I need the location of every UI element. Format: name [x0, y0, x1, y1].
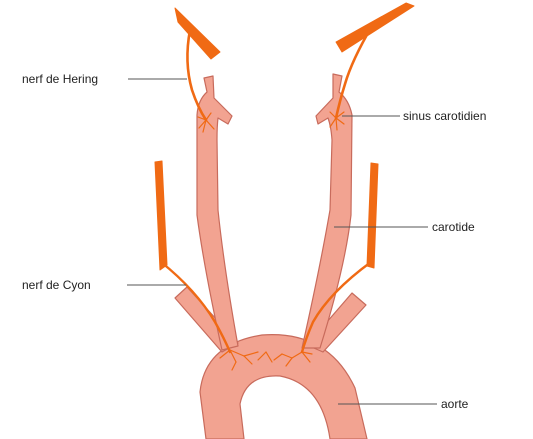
- cyon-nerve-label: nerf de Cyon: [22, 278, 91, 292]
- left-vagus-trunk: [155, 161, 167, 270]
- aorta-label: aorte: [441, 397, 469, 411]
- carotid-label: carotide: [432, 220, 475, 234]
- carotid-sinus-label: sinus carotidien: [403, 109, 486, 123]
- left-upper-nerve-trunk: [175, 8, 220, 59]
- right-vagus-trunk: [367, 163, 378, 268]
- right-upper-nerve-trunk: [336, 3, 414, 52]
- hering-nerve-label: nerf de Hering: [22, 72, 98, 86]
